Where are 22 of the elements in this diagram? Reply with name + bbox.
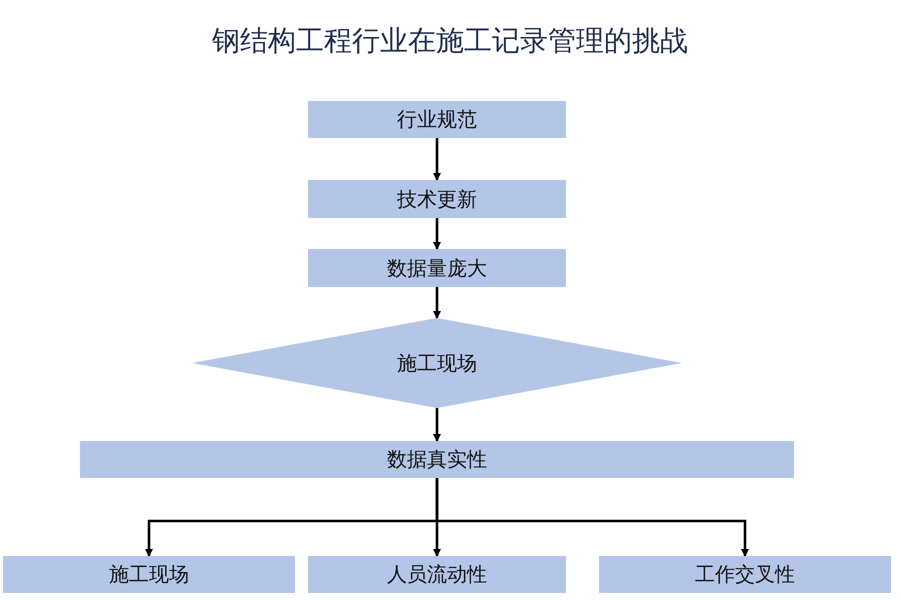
- node-label: 数据真实性: [387, 446, 487, 473]
- decision-diamond: [192, 318, 682, 408]
- process-box: [308, 180, 566, 218]
- node-label: 行业规范: [397, 106, 477, 133]
- process-box: [308, 101, 566, 138]
- arrow: [433, 287, 441, 319]
- node-label: 技术更新: [397, 186, 477, 212]
- process-box: [308, 249, 566, 287]
- process-box: [599, 556, 891, 593]
- node-label: 施工现场: [109, 561, 189, 588]
- arrow: [436, 478, 749, 557]
- node-label: 工作交叉性: [695, 561, 795, 588]
- diagram-title: 钢结构工程行业在施工记录管理的挑战: [211, 23, 689, 59]
- node-label: 数据量庞大: [387, 254, 487, 282]
- arrow: [433, 138, 441, 181]
- node-label: 人员流动性: [387, 561, 487, 588]
- process-box: [3, 556, 295, 593]
- process-box: [308, 556, 566, 593]
- node-label: 施工现场: [397, 350, 477, 376]
- process-box: [80, 441, 794, 478]
- arrow: [433, 218, 441, 250]
- arrow: [433, 408, 441, 442]
